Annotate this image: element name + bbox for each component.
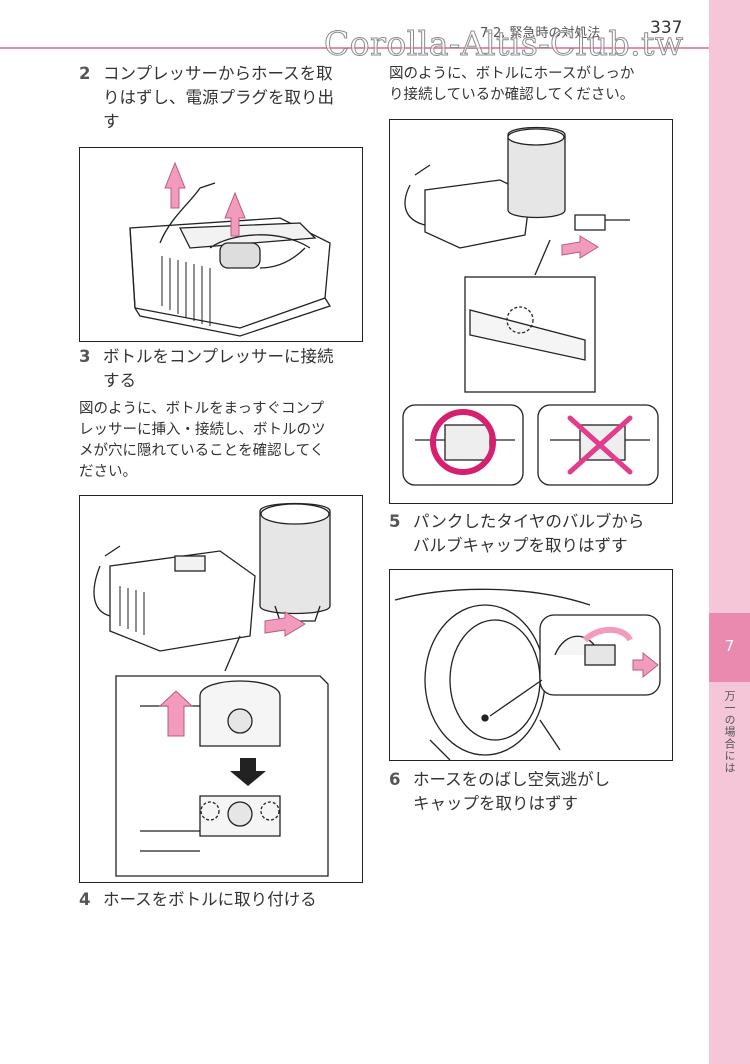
hose-connection-illustration <box>389 119 673 504</box>
note-line: メが穴に隠れていることを確認してく <box>79 443 325 459</box>
step-text-line: パンクしたタイヤのバルブから <box>413 512 645 531</box>
note-line: レッサーに挿入・接続し、ボトルのツ <box>79 422 326 438</box>
note-line: ださい。 <box>79 464 137 480</box>
valve-cap-removal-illustration <box>389 569 673 761</box>
step-text-line: ボトルをコンプレッサーに接続 <box>103 347 334 366</box>
step-4-note: 図のように、ボトルにホースがしっか り接続しているか確認してください。 <box>389 64 634 106</box>
step-text-line: する <box>103 371 136 390</box>
note-line: り接続しているか確認してください。 <box>389 87 635 103</box>
chapter-tab[interactable]: 7 <box>709 613 750 682</box>
step-text-line: す <box>103 112 120 131</box>
step-number: 2 <box>79 64 91 83</box>
header-rule <box>0 47 709 49</box>
step-text-line: りはずし、電源プラグを取り出 <box>103 88 334 107</box>
step-3: 3 ボトルをコンプレッサーに接続 する <box>79 345 334 393</box>
step-2: 2 コンプレッサーからホースを取 りはずし、電源プラグを取り出 す <box>79 62 334 134</box>
page-number: 337 <box>650 18 683 38</box>
section-title: 7-2. 緊急時の対処法 <box>480 26 601 41</box>
step-text-line: コンプレッサーからホースを取 <box>103 64 333 83</box>
step-text-line: バルブキャップを取りはずす <box>413 536 628 555</box>
step-number: 4 <box>79 890 91 909</box>
step-number: 3 <box>79 347 91 366</box>
note-line: 図のように、ボトルにホースがしっか <box>389 66 635 82</box>
compressor-hose-removal-illustration <box>79 147 363 342</box>
step-number: 5 <box>389 512 401 531</box>
step-5: 5 パンクしたタイヤのバルブから バルブキャップを取りはずす <box>389 510 644 558</box>
step-text-line: キャップを取りはずす <box>413 794 578 813</box>
chapter-title: 万一の場合には <box>723 690 736 774</box>
step-6: 6 ホースをのばし空気逃がし キャップを取りはずす <box>389 768 610 816</box>
bottle-insertion-illustration <box>79 495 363 883</box>
step-text-line: ホースをのばし空気逃がし <box>413 770 611 789</box>
watermark-text: Corolla-Altis-Club.tw <box>324 24 684 64</box>
chapter-sidebar <box>709 0 750 1064</box>
step-number: 6 <box>389 770 401 789</box>
step-3-note: 図のように、ボトルをまっすぐコンプ レッサーに挿入・接続し、ボトルのツ メが穴に… <box>79 399 326 483</box>
step-text-line: ホースをボトルに取り付ける <box>103 890 317 909</box>
note-line: 図のように、ボトルをまっすぐコンプ <box>79 401 325 417</box>
step-4: 4 ホースをボトルに取り付ける <box>79 888 317 912</box>
